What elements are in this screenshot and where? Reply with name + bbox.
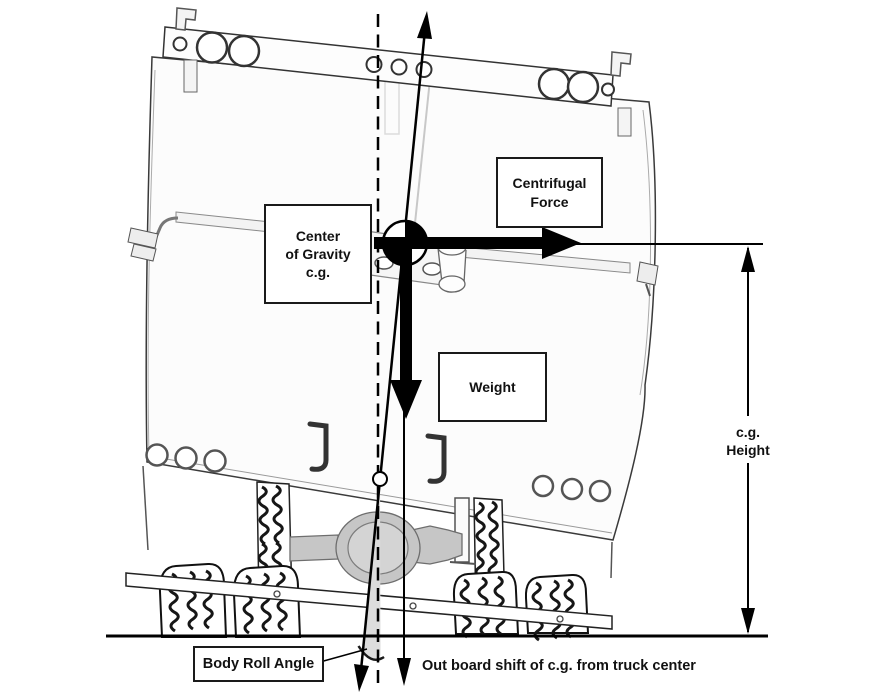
axis-arrowhead-up-icon (417, 11, 432, 39)
truck-drawing (125, 7, 659, 642)
dimension-arrowhead-up-icon (741, 246, 755, 272)
center-of-gravity-label: Center of Gravity c.g. (264, 204, 372, 304)
weight-label: Weight (438, 352, 547, 422)
axis-arrowhead-down-icon (354, 664, 369, 692)
weight-arrow (390, 243, 422, 419)
centrifugal-arrowhead-icon (542, 227, 581, 259)
roll-angle-arc (357, 645, 385, 661)
roll-center-point (372, 471, 388, 487)
rear-lights-right (531, 474, 612, 503)
body-axis-line (354, 11, 432, 692)
cg-height-dimension (741, 246, 755, 634)
board-hook-left (307, 421, 329, 472)
weight-arrowhead-icon (390, 380, 422, 419)
body-roll-angle-leader (319, 648, 368, 663)
outboard-arrowhead-icon (397, 658, 411, 686)
dimension-arrowhead-down-icon (741, 608, 755, 634)
body-roll-angle-label: Body Roll Angle (193, 646, 324, 682)
top-light-bar (162, 7, 632, 137)
rear-lights-left (145, 443, 227, 473)
cg-height-label: c.g. Height (718, 419, 778, 463)
outboard-shift-label: Out board shift of c.g. from truck cente… (422, 657, 696, 674)
centrifugal-force-label: Centrifugal Force (496, 157, 603, 228)
board-hook-right (425, 433, 447, 484)
